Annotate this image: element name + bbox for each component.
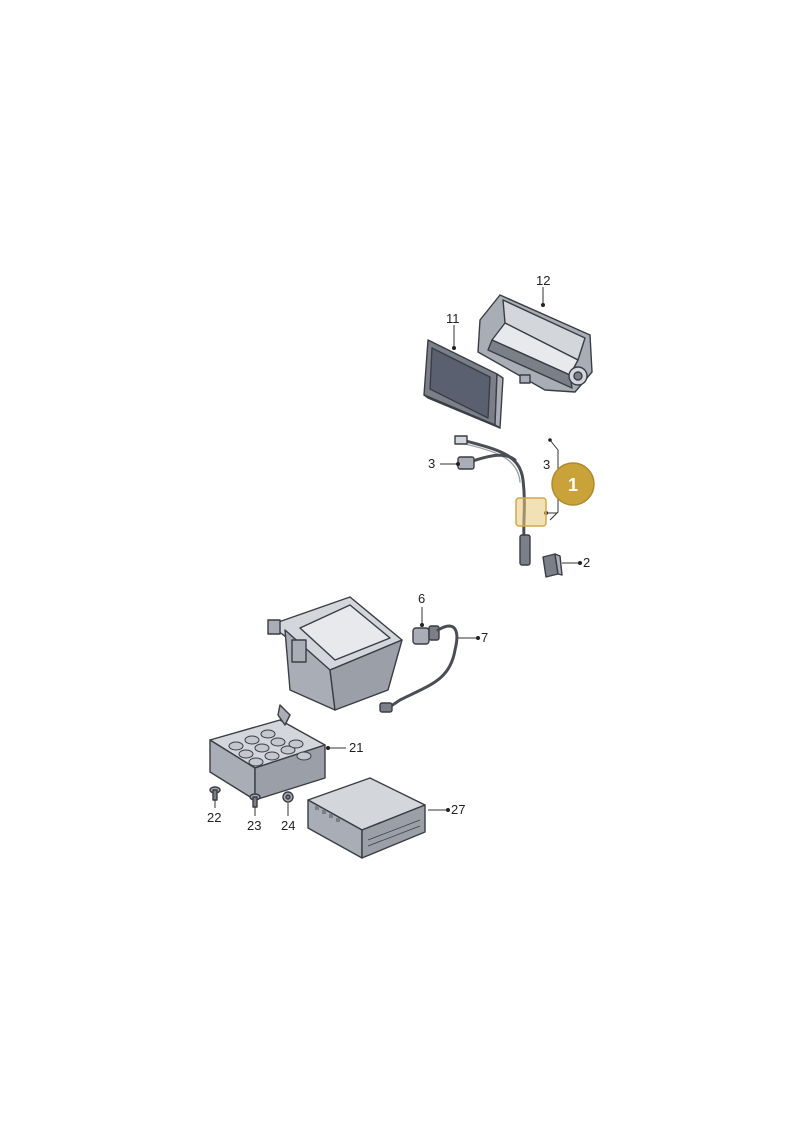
callout-7: 7	[481, 630, 488, 645]
cable-part-7[interactable]	[379, 624, 459, 713]
screw-part-23[interactable]	[249, 793, 261, 808]
callout-3-left: 3	[428, 456, 435, 471]
display-screen-part-11[interactable]	[423, 339, 504, 429]
callout-2: 2	[583, 555, 590, 570]
callout-11: 11	[446, 311, 460, 326]
plug-part-6[interactable]	[412, 625, 440, 645]
callout-23: 23	[247, 818, 261, 833]
callout-3-right: 3	[543, 457, 550, 472]
callout-badge[interactable]: 1	[551, 462, 595, 506]
callout-22: 22	[207, 810, 221, 825]
callout-6: 6	[418, 591, 425, 606]
nut-part-24[interactable]	[282, 791, 294, 803]
callout-24: 24	[281, 818, 295, 833]
callout-21: 21	[349, 740, 363, 755]
connector-part-2[interactable]	[542, 553, 563, 578]
highlight-box[interactable]	[515, 497, 547, 527]
callout-27: 27	[451, 802, 465, 817]
media-unit-part-27[interactable]	[307, 777, 426, 859]
screw-part-22[interactable]	[209, 786, 221, 801]
disc-tray-part-21[interactable]	[209, 704, 326, 801]
display-housing-part-12[interactable]	[477, 294, 593, 393]
badge-number: 1	[568, 475, 578, 495]
storage-bin[interactable]	[267, 596, 403, 711]
callout-12: 12	[536, 273, 550, 288]
